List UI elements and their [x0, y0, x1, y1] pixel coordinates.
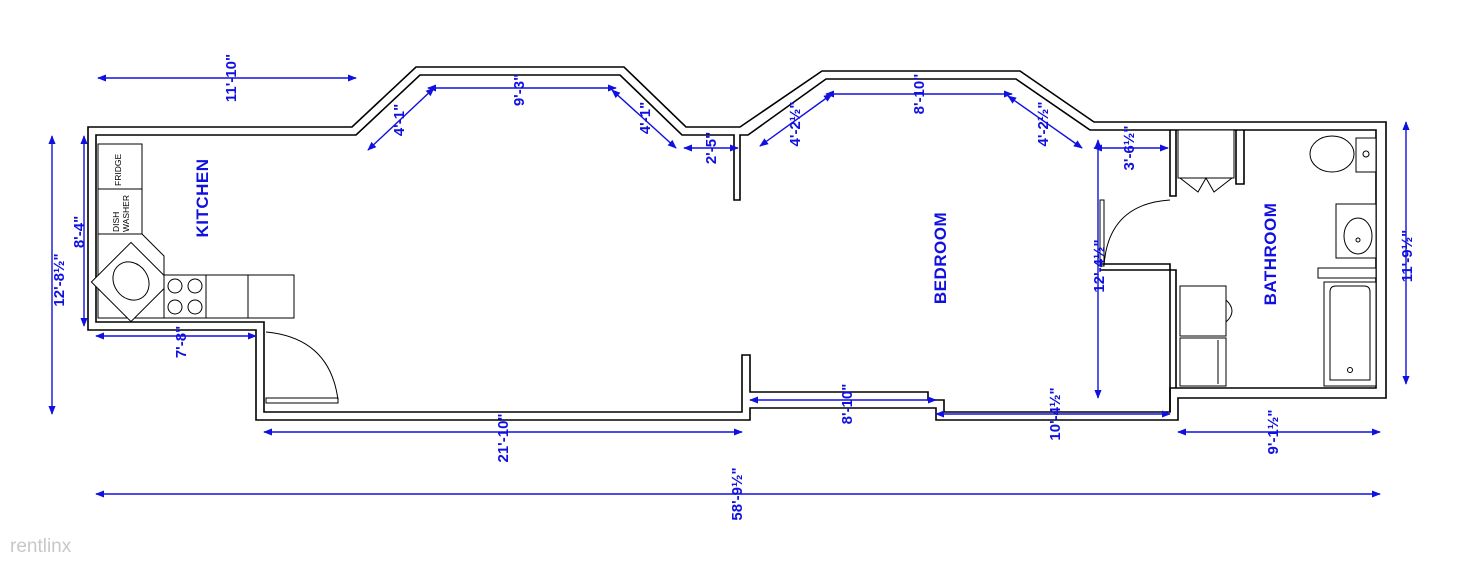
stove: [163, 274, 207, 319]
burner: [187, 299, 203, 315]
label-diag-left-2: 4'-2½": [787, 102, 804, 147]
dimension-lines: [48, 74, 1410, 498]
closet-doors: [1179, 176, 1233, 193]
label-top-left-width: 11'-10": [223, 54, 240, 102]
label-top-mid-2: 8'-10": [911, 74, 928, 115]
partition-wall-lower: [1100, 263, 1177, 412]
walls: [87, 66, 1387, 421]
toilet-flush: [1362, 150, 1370, 158]
burner: [167, 299, 183, 315]
inner-wall: [95, 74, 1377, 413]
washer-dial: [1225, 299, 1233, 323]
outer-wall: [87, 66, 1387, 421]
label-bottom-right: 10'-4½": [1047, 387, 1064, 440]
burner: [167, 278, 183, 294]
dim-diag-left-2: [759, 93, 833, 147]
dimension-labels: 11'-10" 4'-1" 9'-3" 4'-1" 2'-5" 4'-2½" 8…: [51, 54, 1416, 521]
toilet-bowl: [1309, 135, 1355, 173]
drain: [1355, 237, 1361, 243]
dim-diag-left-1: [367, 87, 435, 151]
tub-basin: [1329, 285, 1371, 381]
dishwasher: [97, 188, 143, 235]
doors: [265, 199, 1171, 404]
dryer: [1179, 337, 1227, 387]
partition-wall-upper: [1169, 130, 1177, 197]
room-label-bedroom: BEDROOM: [931, 212, 950, 304]
bathroom-door-swing: [1103, 199, 1171, 267]
label-diag-left-1: 4'-1": [391, 104, 408, 136]
label-bottom-main: 21'-10": [495, 413, 512, 462]
sink-basin: [112, 261, 150, 301]
label-overall-width: 58'-9½": [729, 467, 746, 520]
vanity: [1335, 203, 1377, 259]
closet-wall: [1235, 130, 1245, 185]
entry-door: [265, 397, 339, 404]
label-bathroom-width: 9'-1½": [1265, 410, 1282, 455]
washer: [1179, 285, 1227, 337]
fridge-label: FRIDGE: [113, 154, 123, 186]
toilet-tank: [1355, 137, 1377, 173]
label-overall-height-left: 12'-8½": [51, 253, 68, 306]
label-opening: 2'-5": [703, 132, 720, 164]
dim-diag-right-2: [1007, 95, 1083, 149]
watermark: rentlinx: [10, 536, 72, 557]
label-top-mid-1: 9'-3": [511, 74, 528, 106]
closet: [1177, 129, 1235, 179]
entry-door-swing: [265, 331, 339, 401]
label-closet: 3'-6½": [1121, 126, 1138, 171]
label-kitchen-width: 7'-8": [173, 326, 190, 358]
room-label-kitchen: KITCHEN: [193, 158, 212, 237]
label-diag-right-2: 4'-2½": [1035, 102, 1052, 147]
label-bedroom-height: 12'-4½": [1091, 239, 1108, 292]
label-bathroom-height: 11'-9½": [1399, 230, 1416, 282]
label-diag-right-1: 4'-1": [637, 102, 654, 134]
sink-top: [1317, 267, 1377, 279]
bathtub: [1323, 281, 1377, 387]
label-bottom-mid: 8'-10": [839, 384, 856, 425]
dim-diag-right-1: [611, 89, 677, 149]
vanity-sink: [1343, 217, 1373, 255]
tub-drain: [1347, 367, 1353, 373]
label-kitchen-height: 8'-4": [71, 216, 88, 248]
dishwasher-label-2: WASHER: [121, 195, 131, 232]
dishwasher-label-1: DISH: [111, 212, 121, 232]
room-label-bathroom: BATHROOM: [1261, 203, 1280, 306]
burner: [187, 278, 203, 294]
kitchen-fixtures: FRIDGE DISH WASHER: [90, 143, 295, 323]
bath-fixtures: [1177, 129, 1377, 387]
room-labels: KITCHEN BEDROOM BATHROOM: [193, 158, 1280, 305]
